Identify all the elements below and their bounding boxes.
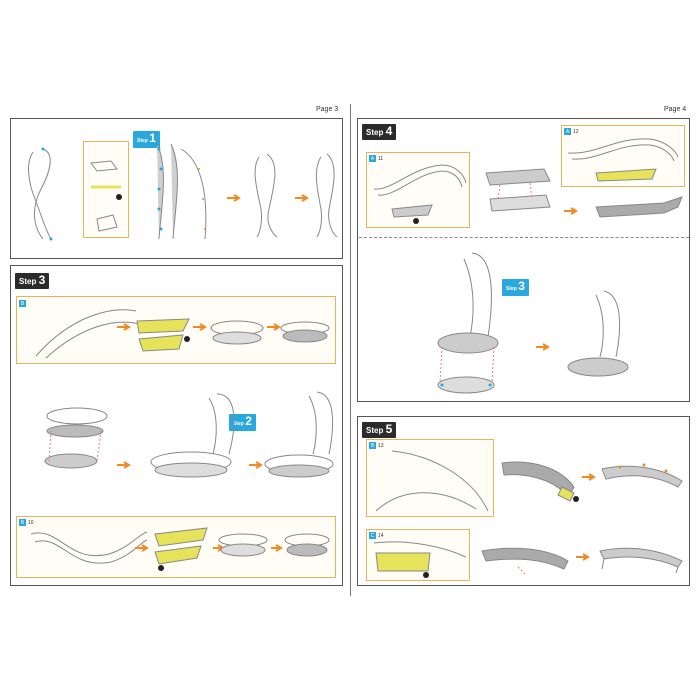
cobra-on-base-assembly-drawing [437, 252, 499, 394]
arrow-icon [536, 343, 550, 351]
step2-tag: Step 2 [229, 414, 256, 431]
assembly-stage-drawing [280, 321, 330, 343]
assembly-stage-drawing [595, 196, 683, 218]
part-a12-drawing [567, 138, 679, 182]
highlight-part-drawing [154, 527, 208, 571]
page-label-left: Page 3 [316, 106, 339, 113]
arrow-icon [582, 473, 596, 481]
assembly-stage-drawing [284, 533, 330, 557]
part-chip-b: B [19, 300, 26, 307]
cobra-complete-drawing [264, 391, 334, 478]
arrow-icon [295, 194, 309, 202]
arrow-icon [564, 207, 578, 215]
arrow-icon [576, 553, 590, 561]
step5-subpanel-b13 [366, 439, 494, 517]
part-a11-drawing [373, 164, 467, 224]
cobra-head-part-drawing [28, 147, 53, 241]
arrow-icon [271, 544, 283, 552]
arrow-icon [249, 461, 263, 469]
step4-dashed-divider [359, 237, 689, 238]
step3-badge: Step 3 [15, 273, 50, 289]
part-b10-drawing [30, 531, 148, 564]
part-c14-drawing [373, 541, 467, 578]
assembly-stage-drawing [485, 168, 551, 212]
step3-tag-right: Step 3 [502, 279, 529, 296]
arrow-icon [193, 323, 207, 331]
assembly-stage-drawing [218, 533, 268, 557]
assembly-stage-drawing [599, 547, 683, 574]
step1-assembly-drawing [156, 143, 207, 240]
page-label-right: Page 4 [664, 106, 687, 113]
cobra-final-drawing [315, 153, 338, 238]
cobra-stage-drawing [254, 153, 278, 238]
page-divider [350, 104, 351, 596]
arrow-icon [117, 323, 131, 331]
base-assembly-drawing [44, 407, 108, 469]
step4-badge: Step 4 [362, 124, 397, 140]
highlight-part-drawing [136, 318, 190, 352]
assembly-stage-drawing [481, 547, 569, 576]
arrow-icon [117, 461, 131, 469]
assembly-stage-drawing [210, 320, 264, 345]
step1-inset [83, 141, 129, 238]
step1-panel: A9 Step 1 [10, 118, 343, 259]
arrow-icon [227, 194, 241, 202]
cobra-on-base-drawing [150, 393, 235, 478]
part-b13-drawing [375, 450, 489, 512]
step1-tag: Step 1 [133, 131, 160, 148]
cobra-complete-drawing [567, 290, 629, 377]
assembly-stage-drawing [501, 461, 579, 502]
part-b-drawing [35, 309, 140, 359]
arrow-icon [267, 323, 281, 331]
step5-badge: Step 5 [362, 422, 397, 438]
assembly-stage-drawing [601, 463, 683, 488]
inset-parts-drawing [90, 160, 122, 232]
arrow-icon [135, 544, 149, 552]
